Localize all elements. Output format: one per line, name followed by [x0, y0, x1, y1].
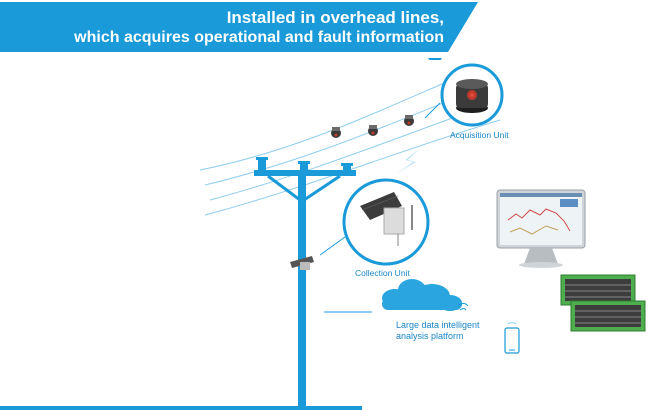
- cloud-icon: [382, 279, 462, 311]
- wireless-signal-icon: [396, 148, 420, 174]
- sensor-device-icon: [456, 79, 488, 113]
- banner-title: Installed in overhead lines, which acqui…: [74, 8, 444, 48]
- sensor-2: [368, 125, 378, 136]
- smartphone-icon: [504, 322, 520, 354]
- banner-line-1: Installed in overhead lines,: [226, 8, 444, 27]
- line-sensors: [331, 115, 414, 138]
- collection-unit-label: Collection Unit: [355, 268, 410, 278]
- sensor-3: [404, 115, 414, 126]
- monitor-icon: [496, 189, 586, 268]
- sensor-1: [331, 127, 341, 138]
- collection-unit-callout: [319, 178, 430, 266]
- solar-collector-icon: [360, 192, 413, 246]
- banner-line-2: which acquires operational and fault inf…: [74, 29, 444, 46]
- header-banner: [0, 2, 478, 60]
- utility-pole: [0, 170, 362, 410]
- platform-label-line-1: Large data intelligent: [396, 320, 480, 330]
- collection-unit-small: [290, 256, 314, 270]
- acquisition-unit-label: Acquisition Unit: [450, 130, 509, 140]
- platform-label-line-2: analysis platform: [396, 331, 464, 341]
- server-rack-icon: [560, 274, 646, 332]
- cloud-wifi-icon: [457, 303, 469, 311]
- platform-label: Large data intelligent analysis platform: [396, 320, 480, 342]
- acquisition-unit-callout: [424, 63, 504, 127]
